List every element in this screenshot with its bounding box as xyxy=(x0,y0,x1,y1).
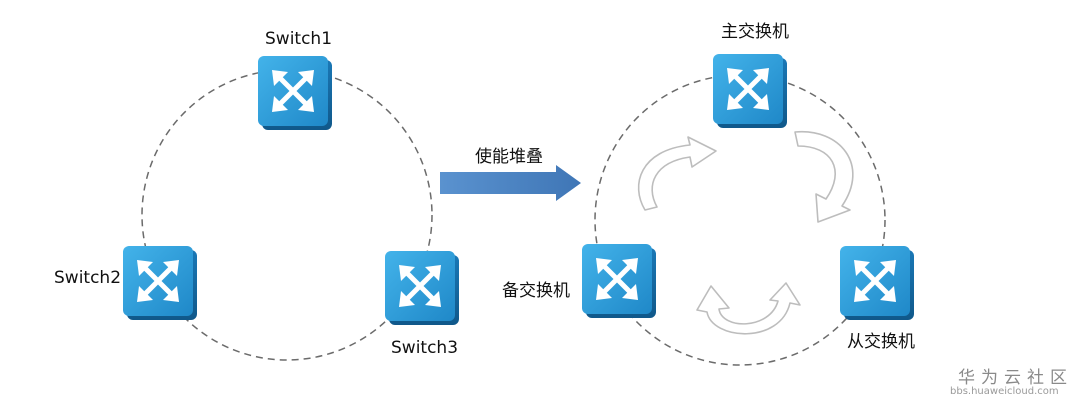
slave-switch-label: 从交换机 xyxy=(847,332,915,352)
watermark-title: 华为云社区 xyxy=(958,368,1073,388)
switch1-label: Switch1 xyxy=(265,29,333,49)
switch2-label: Switch2 xyxy=(54,268,122,288)
standby-switch-label: 备交换机 xyxy=(502,281,570,301)
master-switch-label: 主交换机 xyxy=(721,22,789,42)
master-switch-icon xyxy=(713,54,787,128)
cycle-arrow-bottom xyxy=(696,282,801,335)
switch3-label: Switch3 xyxy=(391,338,459,358)
switch2-icon xyxy=(123,246,197,320)
enable-stack-arrow xyxy=(440,165,581,201)
enable-stack-label: 使能堆叠 xyxy=(475,147,543,167)
left-ring xyxy=(141,69,433,361)
switch3-icon xyxy=(385,251,459,325)
cycle-arrow-upper-left xyxy=(637,136,717,211)
switch1-icon xyxy=(258,56,332,130)
right-ring xyxy=(594,74,886,366)
standby-switch-icon xyxy=(582,244,656,318)
watermark-url: bbs.huaweicloud.com xyxy=(950,386,1059,397)
slave-switch-icon xyxy=(840,246,914,320)
cycle-arrow-upper-right xyxy=(794,131,854,223)
